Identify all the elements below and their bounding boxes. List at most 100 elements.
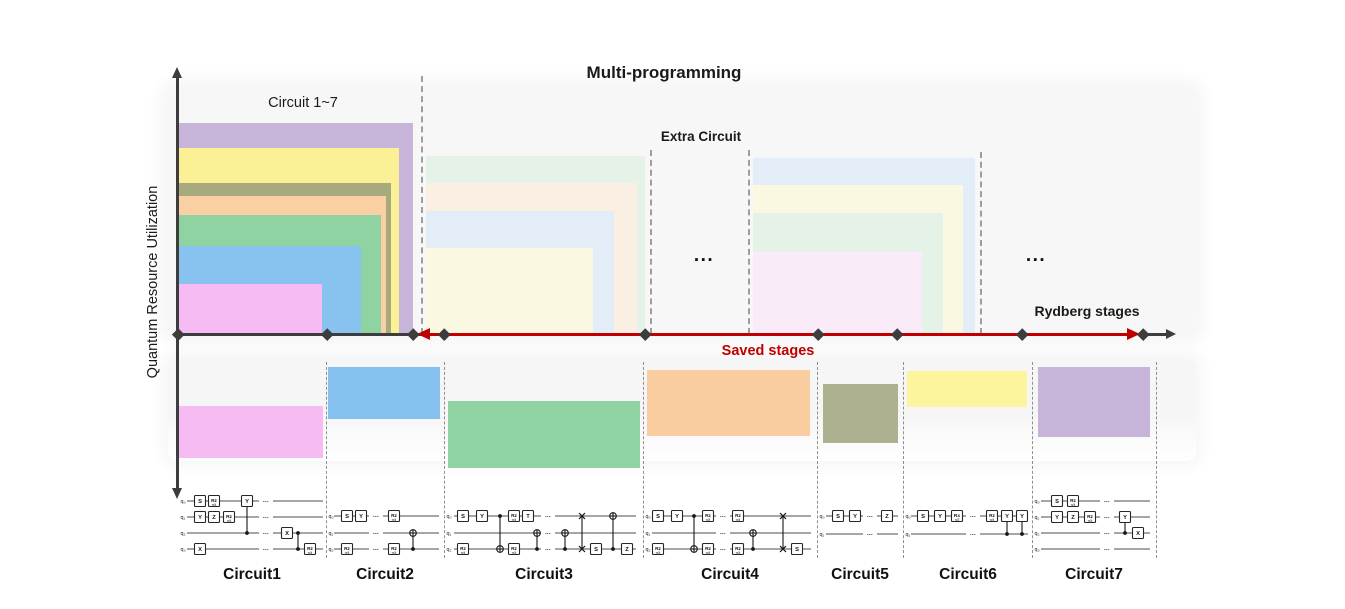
svg-text:X: X <box>285 531 289 537</box>
rydberg-stages-label: Rydberg stages <box>1034 303 1140 319</box>
page-title: Multi-programming <box>586 63 742 82</box>
svg-text:q₀: q₀ <box>447 514 452 520</box>
svg-text:q₂: q₂ <box>646 547 651 553</box>
svg-text:q₀: q₀ <box>820 514 825 520</box>
circuit-label: Circuit4 <box>701 566 759 583</box>
circuit-label: Circuit2 <box>356 566 414 583</box>
svg-text:q₀: q₀ <box>906 514 911 520</box>
circuit-separator <box>643 362 644 558</box>
ellipsis-left: ... <box>693 245 715 266</box>
svg-text:π/4: π/4 <box>345 551 350 555</box>
svg-text:···: ··· <box>545 547 551 553</box>
extra-circuit-label: Extra Circuit <box>660 129 742 144</box>
svg-text:···: ··· <box>867 532 873 538</box>
svg-text:Rz: Rz <box>391 513 397 519</box>
stage-bar <box>328 367 440 419</box>
ellipsis-right: ... <box>1025 245 1047 266</box>
svg-text:Z: Z <box>885 514 889 520</box>
svg-text:Y: Y <box>1055 515 1059 521</box>
y-axis <box>176 76 179 490</box>
svg-text:q₂: q₂ <box>329 547 334 553</box>
svg-text:Rz: Rz <box>735 513 741 519</box>
svg-text:···: ··· <box>720 514 726 520</box>
svg-text:q₁: q₁ <box>820 532 825 538</box>
circuit-label: Circuit1 <box>223 566 281 583</box>
svg-text:Rz: Rz <box>391 546 397 552</box>
svg-text:q₂: q₂ <box>1035 531 1040 537</box>
svg-text:Rz: Rz <box>460 546 466 552</box>
svg-text:q₁: q₁ <box>181 515 186 521</box>
svg-text:Rz: Rz <box>1087 514 1093 520</box>
svg-text:S: S <box>345 514 349 520</box>
svg-text:···: ··· <box>1104 531 1110 537</box>
svg-text:Z: Z <box>625 547 629 553</box>
svg-text:q₁: q₁ <box>1035 515 1040 521</box>
stage-bar <box>1038 367 1150 437</box>
stage-bar <box>179 406 323 458</box>
svg-text:q₁: q₁ <box>329 531 334 537</box>
svg-text:Rz: Rz <box>511 546 517 552</box>
svg-text:S: S <box>198 499 202 505</box>
svg-text:···: ··· <box>970 514 976 520</box>
svg-text:Y: Y <box>675 514 679 520</box>
utilization-rect-faded-stack-1 <box>426 248 593 334</box>
svg-text:···: ··· <box>263 499 269 505</box>
svg-text:···: ··· <box>720 531 726 537</box>
svg-text:···: ··· <box>720 547 726 553</box>
svg-text:S: S <box>461 514 465 520</box>
saved-stages-arrow <box>427 333 1132 336</box>
stage-separator <box>980 152 982 334</box>
circuit-label: Circuit5 <box>831 566 889 583</box>
svg-text:Rz: Rz <box>735 546 741 552</box>
svg-text:S: S <box>921 514 925 520</box>
stage-separator <box>650 150 652 334</box>
y-axis-arrow-up-icon <box>171 67 182 78</box>
red-arrowhead-left-icon <box>417 327 430 340</box>
svg-text:S: S <box>656 514 660 520</box>
svg-text:···: ··· <box>970 532 976 538</box>
svg-text:Y: Y <box>1020 514 1024 520</box>
svg-text:Rz: Rz <box>344 546 350 552</box>
svg-text:S: S <box>594 547 598 553</box>
svg-text:π/4: π/4 <box>1071 503 1076 507</box>
svg-text:Rz: Rz <box>989 513 995 519</box>
svg-text:q₀: q₀ <box>646 514 651 520</box>
svg-text:π/4: π/4 <box>512 518 517 522</box>
svg-text:q₁: q₁ <box>646 531 651 537</box>
stack-left-label: Circuit 1~7 <box>268 95 338 111</box>
svg-text:Rz: Rz <box>211 498 217 504</box>
svg-text:X: X <box>1136 531 1140 537</box>
svg-text:π/4: π/4 <box>736 551 741 555</box>
stage-bar <box>823 384 898 443</box>
svg-text:Rz: Rz <box>705 546 711 552</box>
svg-text:π/4: π/4 <box>706 518 711 522</box>
x-axis-tail <box>1146 333 1168 336</box>
svg-text:Rz: Rz <box>1070 498 1076 504</box>
svg-text:Rx: Rx <box>954 513 960 519</box>
svg-text:···: ··· <box>373 547 379 553</box>
svg-text:···: ··· <box>1104 547 1110 553</box>
svg-text:q₀: q₀ <box>329 514 334 520</box>
svg-text:S: S <box>836 514 840 520</box>
svg-text:π/4: π/4 <box>990 518 995 522</box>
svg-text:···: ··· <box>263 531 269 537</box>
svg-text:q₂: q₂ <box>447 547 452 553</box>
circuit-separator <box>903 362 904 558</box>
svg-text:T: T <box>526 514 530 520</box>
svg-text:···: ··· <box>373 531 379 537</box>
svg-text:π/4: π/4 <box>1088 519 1093 523</box>
svg-text:S: S <box>1055 499 1059 505</box>
svg-text:π/4: π/4 <box>392 518 397 522</box>
svg-text:π/4: π/4 <box>656 551 661 555</box>
svg-text:Rz: Rz <box>511 513 517 519</box>
svg-text:π/4: π/4 <box>212 503 217 507</box>
x-axis <box>177 333 423 336</box>
svg-text:X: X <box>198 547 202 553</box>
svg-text:Rz: Rz <box>705 513 711 519</box>
y-axis-label: Quantum Resource Utilization <box>145 185 161 379</box>
svg-text:q₁: q₁ <box>447 531 452 537</box>
